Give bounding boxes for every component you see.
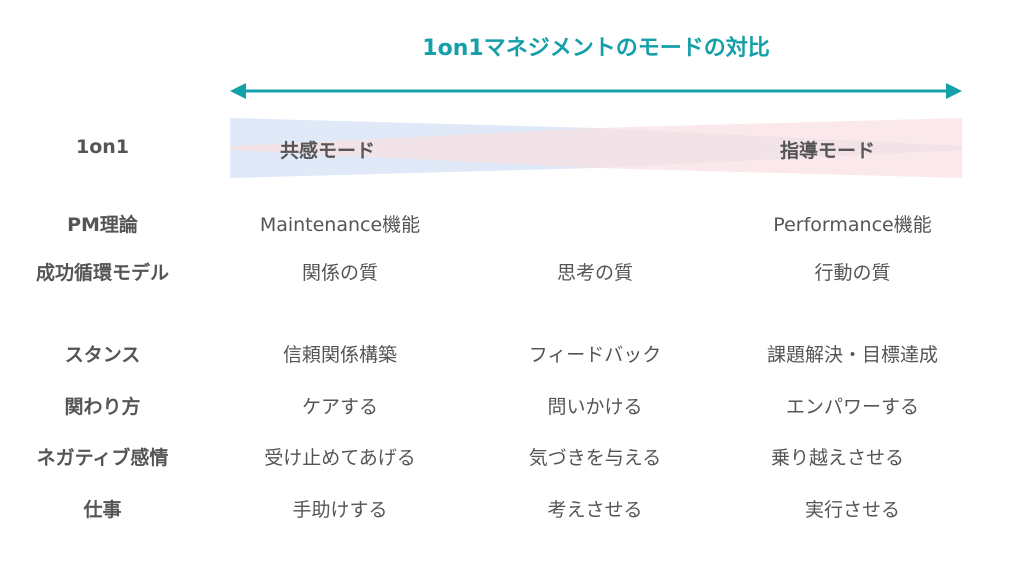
cell: Maintenance機能 bbox=[259, 214, 421, 236]
empathy-mode-label: 共感モード bbox=[280, 140, 376, 162]
cell: 考えさせる bbox=[547, 499, 643, 521]
row-label-negative-emotion: ネガティブ感情 bbox=[36, 447, 169, 469]
cell: 行動の質 bbox=[814, 262, 891, 284]
double-headed-arrow-icon bbox=[230, 83, 962, 99]
cell: Performance機能 bbox=[773, 214, 932, 236]
row-label-pm-theory: PM理論 bbox=[67, 214, 138, 236]
cell: 受け止めてあげる bbox=[264, 447, 416, 469]
cell: 関係の質 bbox=[301, 262, 378, 284]
diagram-title: 1on1マネジメントのモードの対比 bbox=[422, 36, 770, 61]
cell: 信頼関係構築 bbox=[282, 344, 397, 366]
cell: 実行させる bbox=[804, 499, 900, 521]
cell: フィードバック bbox=[528, 344, 662, 366]
cell: 手助けする bbox=[292, 499, 388, 521]
cell: ケアする bbox=[301, 396, 378, 418]
cell: エンパワーする bbox=[785, 396, 919, 418]
cell: 気づきを与える bbox=[528, 447, 662, 469]
row-label-approach: 関わり方 bbox=[64, 396, 141, 418]
guidance-mode-label: 指導モード bbox=[780, 140, 876, 162]
cell: 課題解決・目標達成 bbox=[766, 344, 938, 366]
mode-gradient-band bbox=[230, 118, 962, 178]
cell: 乗り越えさせる bbox=[770, 447, 904, 469]
row-label-success-cycle: 成功循環モデル bbox=[35, 262, 169, 284]
cell: 問いかける bbox=[547, 396, 643, 418]
row-label-1on1: 1on1 bbox=[75, 136, 130, 158]
cell: 思考の質 bbox=[556, 262, 633, 284]
row-label-stance: スタンス bbox=[64, 344, 141, 366]
row-label-work: 仕事 bbox=[83, 499, 122, 521]
